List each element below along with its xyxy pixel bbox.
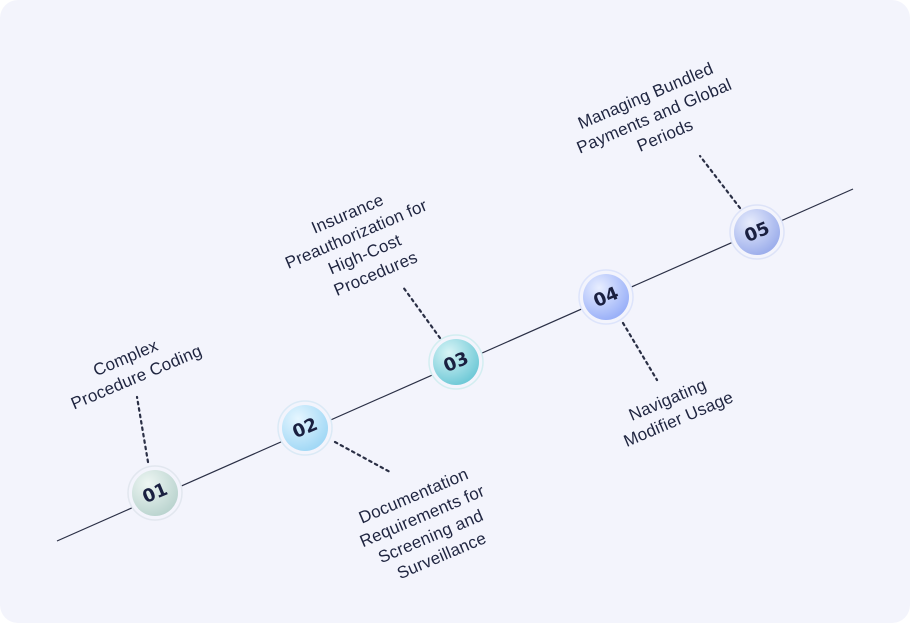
step-label-02: Documentation Requirements for Screening…	[348, 459, 509, 591]
step-node-05: 05	[729, 204, 785, 260]
connector-02	[333, 440, 392, 474]
svg-text:Documentation Requiremen: Documentation Requirements for Screening…	[348, 459, 509, 591]
step-node-02: 02	[277, 400, 333, 456]
step-label-03: Insurance Preauthorization for High-Cost…	[274, 173, 452, 313]
step-node-01: 01	[127, 465, 183, 521]
step-label-05: Managing Bundled Payments and Global Per…	[565, 53, 747, 178]
step-label-04: Navigating Modifier Usage	[612, 367, 736, 451]
step-node-03: 03	[428, 334, 484, 390]
svg-text:Complex Procedure Coding: Complex Procedure Coding	[60, 321, 205, 414]
svg-text:Navigating Modifier Usag: Navigating Modifier Usage	[612, 367, 736, 451]
step-label-01: Complex Procedure Coding	[60, 321, 205, 414]
connector-01	[135, 395, 150, 464]
svg-text:Insurance Preauthorizati: Insurance Preauthorization for High-Cost…	[274, 173, 452, 313]
connector-05	[698, 154, 742, 210]
connector-03	[401, 285, 442, 340]
svg-text:Managing Bundled Payment: Managing Bundled Payments and Global Per…	[565, 53, 747, 178]
connector-04	[621, 321, 659, 382]
step-node-04: 04	[578, 269, 634, 325]
